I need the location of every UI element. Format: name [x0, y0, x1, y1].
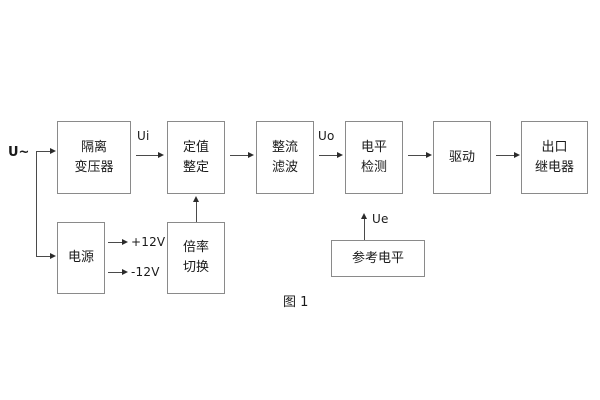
block-isolation-transformer[interactable]: 隔离 变压器: [57, 121, 131, 194]
line-rectifier-to-level: [319, 155, 339, 156]
block-line: 隔离: [80, 139, 107, 155]
input-source-label: U~: [8, 145, 30, 160]
arrow-transformer-to-setting: [158, 151, 164, 158]
arrow-reference-to-level: [360, 213, 367, 219]
signal-label-ue: Ue: [372, 212, 389, 226]
arrow-setting-to-rectifier: [248, 151, 254, 158]
arrow-rail-positive: [122, 238, 128, 245]
block-line: 参考电平: [351, 250, 404, 266]
block-output-relay[interactable]: 出口 继电器: [521, 121, 588, 194]
block-line: 定值: [182, 139, 209, 155]
rail-label-negative: -12V: [131, 265, 160, 279]
arrow-to-power-supply: [50, 252, 56, 259]
line-level-to-driver: [408, 155, 428, 156]
input-bus-bottom-segment: [36, 256, 54, 257]
block-line: 滤波: [271, 159, 298, 175]
arrow-level-to-driver: [426, 151, 432, 158]
line-setting-to-rectifier: [230, 155, 250, 156]
arrow-driver-to-relay: [514, 151, 520, 158]
arrow-to-isolation-transformer: [50, 147, 56, 154]
signal-label-ui: Ui: [137, 129, 150, 143]
input-bus-vertical-segment: [36, 151, 37, 256]
block-line: 变压器: [74, 159, 114, 175]
block-line: 电源: [67, 250, 94, 266]
line-rail-positive: [108, 242, 124, 243]
line-reference-to-level: [364, 219, 365, 240]
rail-label-positive: +12V: [131, 235, 166, 249]
block-line: 倍率: [182, 240, 209, 256]
line-driver-to-relay: [496, 155, 516, 156]
arrow-rectifier-to-level: [337, 151, 343, 158]
line-rail-negative: [108, 272, 124, 273]
block-line: 整定: [182, 159, 209, 175]
block-line: 整流: [271, 139, 298, 155]
block-rectifier-filter[interactable]: 整流 滤波: [256, 121, 314, 194]
arrow-multiplier-to-setting: [192, 196, 199, 202]
arrow-rail-negative: [122, 268, 128, 275]
line-multiplier-to-setting: [196, 202, 197, 222]
block-reference-level[interactable]: 参考电平: [331, 240, 425, 277]
input-bus-top-segment: [36, 151, 54, 152]
block-power-supply[interactable]: 电源: [57, 222, 105, 294]
block-line: 电平: [360, 139, 387, 155]
block-line: 继电器: [534, 159, 574, 175]
block-line: 切换: [182, 260, 209, 275]
signal-label-uo: Uo: [318, 129, 335, 143]
figure-caption: 图 1: [283, 295, 309, 310]
block-level-detection[interactable]: 电平 检测: [345, 121, 403, 194]
block-line: 检测: [360, 159, 387, 175]
block-driver[interactable]: 驱动: [433, 121, 491, 194]
line-transformer-to-setting: [136, 155, 160, 156]
block-line: 驱动: [448, 149, 475, 165]
block-setting-value[interactable]: 定值 整定: [167, 121, 225, 194]
block-multiplier-switch[interactable]: 倍率 切换: [167, 222, 225, 294]
block-line: 出口: [541, 139, 568, 155]
